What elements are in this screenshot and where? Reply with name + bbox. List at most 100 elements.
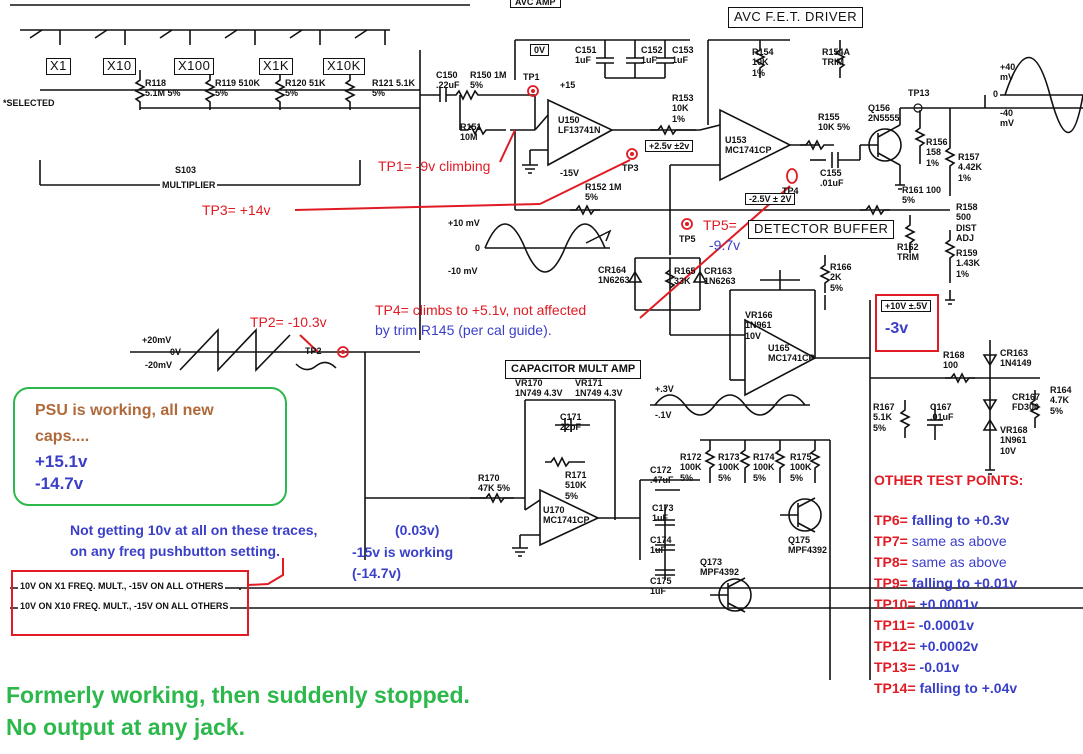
resistor-r159: R159 1.43K 1% <box>956 248 981 279</box>
resistor-r173: R173 100K 5% <box>718 452 740 483</box>
cap-c155: C155 .01uF <box>820 168 844 189</box>
list-item: TP14= falling to +.04v <box>874 680 1018 696</box>
selected-note: *SELECTED <box>3 98 55 108</box>
resistor-r153: R153 10K 1% <box>672 93 694 124</box>
out-wave-bot: -40 mV <box>1000 108 1015 129</box>
traces-note-line2: on any freq pushbutton setting. <box>70 543 280 559</box>
diode-cr163b: CR163 1N4149 <box>1000 348 1032 369</box>
tp5-reading-value: -9.7v <box>709 237 741 253</box>
diode-vr171: VR171 1N749 4.3V <box>575 378 623 399</box>
plus15-label: +15 <box>560 80 576 90</box>
diode-cr164: CR164 1N6263 <box>598 265 630 286</box>
resistor-r164: R164 4.7K 5% <box>1050 385 1072 416</box>
multiplier-button-x10: X10 <box>103 58 136 75</box>
tp1-reading: TP1= -9v climbing <box>378 158 491 174</box>
tp4-reading-line1: TP4= climbs to +5.1v, not affected <box>375 302 587 318</box>
resistor-r170: R170 47K 5% <box>478 473 511 494</box>
cap-c172: C172 .47uF <box>650 465 674 486</box>
multiplier-button-x1k: X1K <box>259 58 294 75</box>
tp5-wave-top: +10 mV <box>448 218 480 228</box>
list-item: TP10= +0.0001v <box>874 596 979 612</box>
list-item: TP13= -0.01v <box>874 659 960 675</box>
cap-c167: C167 .01uF <box>930 402 954 423</box>
transistor-q173: Q173 MPF4392 <box>700 557 740 578</box>
resistor-r174: R174 100K 5% <box>753 452 775 483</box>
multiplier-button-x10k: X10K <box>323 58 365 75</box>
tp3-reading: TP3= +14v <box>202 202 271 218</box>
diode-vr168: VR168 1N961 10V <box>1000 425 1028 456</box>
ic-u165: U165 MC1741CP <box>768 343 815 364</box>
psu-status-line2: caps.... <box>35 428 90 445</box>
resistor-r158: R158 500 DIST ADJ <box>956 202 978 244</box>
cap-c153: C153 1uF <box>672 45 694 66</box>
resistor-r155: R155 10K 5% <box>818 112 851 133</box>
resistor-r154: R154 10K 1% <box>752 47 774 78</box>
zero-volt-box: 0V <box>530 44 550 57</box>
psu-status-line1: PSU is working, all new <box>35 402 214 419</box>
detector-buffer-reading: -3v <box>885 320 909 337</box>
resistor-r151: R151 10M <box>460 122 482 143</box>
tp5-label: TP5 <box>679 234 696 244</box>
resistor-r119: R119 510K 5% <box>215 78 261 99</box>
bottom-trace-note-2: 10V ON X10 FREQ. MULT., -15V ON ALL OTHE… <box>18 601 231 612</box>
tp3-spec-box: +2.5v ±2v <box>645 140 694 153</box>
resistor-r154a: R154A TRIM <box>822 47 850 68</box>
resistor-r162: R162 TRIM <box>897 242 919 263</box>
resistor-r118: R118 5.1M 5% <box>145 78 181 99</box>
cap-wave-top: +.3V <box>655 384 674 394</box>
psu-plus-voltage: +15.1v <box>35 452 88 471</box>
ic-u153: U153 MC1741CP <box>725 135 772 156</box>
tp2-reading: TP2= -10.3v <box>250 314 327 330</box>
cap-c150: C150 .22uF <box>436 70 460 91</box>
traces-note-value: (0.03v) <box>395 522 440 538</box>
tp4-label: TP4 <box>782 186 799 196</box>
switch-s103-label: S103 <box>175 165 197 175</box>
resistor-r152: R152 1M 5% <box>585 182 622 203</box>
resistor-r175: R175 100K 5% <box>790 452 812 483</box>
list-item: TP7= same as above <box>874 533 1007 549</box>
diode-vr166: VR166 1N961 10V <box>745 310 773 341</box>
psu-status-box <box>13 387 287 506</box>
tp5-wave-bot: -10 mV <box>448 266 478 276</box>
list-item: TP12= +0.0002v <box>874 638 979 654</box>
detector-buffer-label: DETECTOR BUFFER <box>748 220 895 239</box>
cap-c173: C173 1uF <box>652 503 674 524</box>
out-wave-mid: 0 <box>993 89 999 99</box>
traces-note-line3: -15v is working <box>352 544 454 560</box>
cap-c151: C151 1uF <box>575 45 597 66</box>
other-test-points-list: TP6= falling to +0.3v TP7= same as above… <box>874 512 1079 701</box>
cap-c175: C175 1uF <box>650 576 672 597</box>
out-wave-top: +40 mV <box>1000 62 1016 83</box>
resistor-r171: R171 510K 5% <box>565 470 587 501</box>
ic-u150: U150 LF13741N <box>558 115 601 136</box>
avc-fet-driver-label: AVC F.E.T. DRIVER <box>728 7 864 28</box>
tp2-wave-top: +20mV <box>142 335 172 345</box>
transistor-q175: Q175 MPF4392 <box>788 535 828 556</box>
detector-buffer-spec-highlight <box>875 294 939 352</box>
resistor-r168: R168 100 <box>943 350 965 371</box>
capacitor-mult-amp-label: CAPACITOR MULT AMP <box>505 360 642 379</box>
tp13-label: TP13 <box>908 88 930 98</box>
multiplier-button-x100: X100 <box>174 58 215 75</box>
cap-c152: C152 1uF <box>641 45 663 66</box>
tp2-wave-mid: 0V <box>170 347 182 357</box>
tp4-reading-line2: by trim R145 (per cal guide). <box>375 322 552 338</box>
resistor-r120: R120 51K 5% <box>285 78 326 99</box>
resistor-r157: R157 4.42K 1% <box>958 152 983 183</box>
tp1-label: TP1 <box>523 72 540 82</box>
diode-cr167: CR167 FD300 <box>1012 392 1041 413</box>
tp2-wave-bot: -20mV <box>145 360 173 370</box>
psu-minus-voltage: -14.7v <box>35 474 84 493</box>
resistor-r166: R166 2K 5% <box>830 262 852 293</box>
cap-c174: C174 1uF <box>650 535 672 556</box>
tp4-spec-box: -2.5V ± 2V <box>745 193 796 206</box>
traces-note-line4: (-14.7v) <box>352 565 402 581</box>
footer-line2: No output at any jack. <box>6 714 245 740</box>
tp5-reading-label: TP5= <box>703 217 737 233</box>
detector-buffer-spec-box: +10V ±.5V <box>881 300 932 313</box>
resistor-r156: R156 158 1% <box>926 137 948 168</box>
avc-amp-label: AVC AMP <box>510 0 561 9</box>
footer-line1: Formerly working, then suddenly stopped. <box>6 682 470 708</box>
bottom-traces-highlight <box>11 570 249 636</box>
transistor-q156: Q156 2N5555 <box>868 103 900 124</box>
